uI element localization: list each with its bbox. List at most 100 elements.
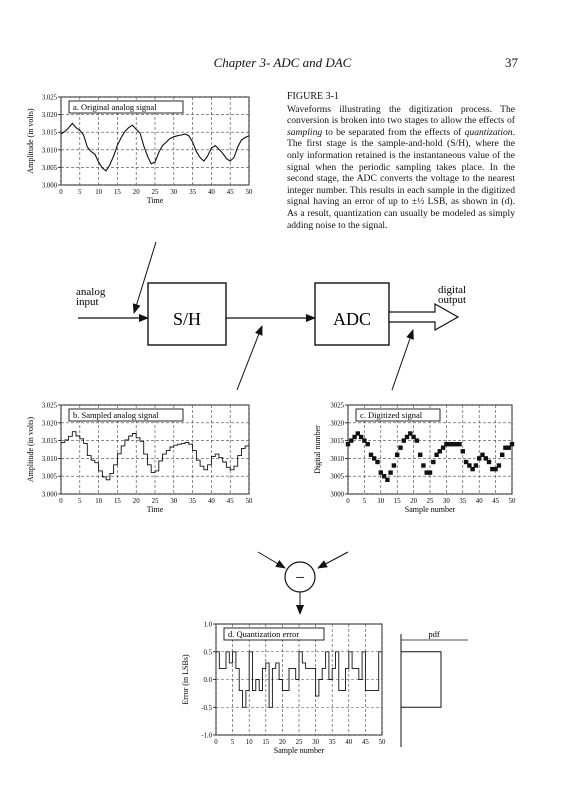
x-tick-label-c: 25 [427, 498, 434, 505]
data-point-c [401, 438, 406, 443]
y-tick-label-a: 3.005 [42, 165, 58, 172]
x-tick-label-b: 40 [208, 498, 215, 505]
subtractor-symbol: − [295, 568, 305, 587]
data-point-c [434, 452, 439, 457]
arrow-c-to-subtractor [317, 551, 349, 569]
x-tick-label-d: 40 [345, 739, 352, 746]
x-tick-label-d: 25 [296, 739, 303, 746]
x-tick-label-a: 50 [246, 189, 253, 196]
data-point-c [385, 477, 390, 482]
y-tick-label-b: 3.010 [42, 456, 58, 463]
arrow-b-to-subtractor [257, 551, 286, 569]
x-tick-label-b: 45 [227, 498, 234, 505]
chart-title-d: d. Quantization error [228, 629, 299, 639]
x-tick-label-c: 40 [476, 498, 483, 505]
x-tick-label-a: 25 [152, 189, 159, 196]
chart-title-b: b. Sampled analog signal [73, 410, 159, 420]
y-tick-label-c: 3020 [330, 420, 344, 427]
caption-title: FIGURE 3-1 [287, 91, 339, 102]
data-point-c [349, 438, 354, 443]
y-tick-label-b: 3.020 [42, 420, 58, 427]
data-point-c [447, 442, 452, 447]
chart-title-box-a [68, 100, 184, 114]
x-tick-label-d: 10 [246, 739, 253, 746]
y-axis-label-d: Error (in LSBs) [181, 654, 190, 705]
y-axis-label-b: Amplitude (in volts) [26, 417, 35, 483]
x-tick-label-a: 20 [133, 189, 140, 196]
data-point-c [470, 466, 475, 472]
x-tick-label-a: 35 [189, 189, 196, 196]
data-point-c [421, 463, 426, 468]
data-point-c [460, 449, 465, 454]
data-point-c [500, 452, 505, 457]
data-point-c [398, 445, 403, 450]
chart-title-c: c. Digitized signal [360, 410, 423, 420]
pointer-a-to-sh [132, 241, 157, 314]
data-point-c [404, 434, 410, 440]
x-tick-label-d: 15 [262, 739, 269, 746]
data-point-c [358, 434, 364, 440]
x-tick-label-d: 30 [312, 739, 319, 746]
y-tick-label-c: 3005 [330, 474, 344, 481]
data-point-c [490, 466, 495, 472]
caption-text-1: sampling [287, 126, 323, 138]
x-axis-label-d: Sample number [274, 746, 325, 755]
x-tick-label-c: 50 [509, 498, 516, 505]
x-tick-label-b: 15 [114, 498, 121, 505]
y-tick-label-a: 3.000 [42, 183, 58, 190]
data-point-c [480, 452, 485, 457]
caption-body: Waveforms illustrating the digitization … [287, 104, 515, 231]
caption-text-4: . The first stage is the sample-and-hold… [287, 126, 515, 231]
x-axis-label-c: Sample number [405, 505, 456, 514]
y-axis-label-c: Digital number [313, 425, 322, 474]
y-tick-label-a: 3.020 [42, 112, 58, 119]
data-point-c [463, 459, 469, 465]
input-label-line1: analog [76, 286, 106, 298]
data-point-c [477, 456, 482, 461]
x-tick-label-b: 10 [95, 498, 102, 505]
data-point-c [486, 459, 492, 465]
data-point-c [408, 431, 413, 436]
x-tick-label-a: 40 [208, 189, 215, 196]
x-tick-label-d: 20 [279, 739, 286, 746]
y-tick-label-b: 3.005 [42, 474, 58, 481]
x-tick-label-a: 0 [59, 189, 63, 196]
y-tick-label-d: -0.5 [201, 705, 212, 712]
x-tick-label-c: 0 [346, 498, 350, 505]
data-point-c [375, 459, 380, 465]
data-point-c [454, 442, 459, 447]
pointer-b-to-link [236, 325, 263, 391]
data-point-c [418, 452, 423, 457]
data-point-c [450, 442, 456, 447]
series-line-a [60, 122, 250, 172]
y-axis-label-a: Amplitude (in volts) [26, 108, 35, 174]
sh-block [147, 282, 227, 346]
data-point-c [352, 434, 357, 440]
y-tick-label-a: 3.015 [42, 130, 58, 137]
data-point-c [457, 442, 462, 447]
data-point-c [431, 459, 436, 465]
adc-block [314, 282, 390, 346]
x-axis-label-a: Time [147, 196, 164, 205]
pointer-c-to-output [391, 329, 414, 391]
data-point-c [355, 431, 360, 436]
data-point-c [437, 449, 442, 454]
x-axis-label-b: Time [147, 505, 164, 514]
data-point-c [440, 445, 446, 450]
x-tick-label-a: 15 [114, 189, 121, 196]
y-tick-label-c: 3015 [330, 438, 344, 445]
page-number: 37 [505, 55, 518, 70]
x-tick-label-b: 20 [133, 498, 140, 505]
x-tick-label-c: 10 [377, 498, 384, 505]
y-tick-label-d: 0.0 [204, 677, 213, 684]
pdf-title: pdf [428, 629, 440, 639]
data-point-c [473, 463, 479, 468]
x-tick-label-c: 35 [459, 498, 466, 505]
data-point-c [444, 442, 449, 447]
chart-title-box-d [223, 627, 325, 641]
